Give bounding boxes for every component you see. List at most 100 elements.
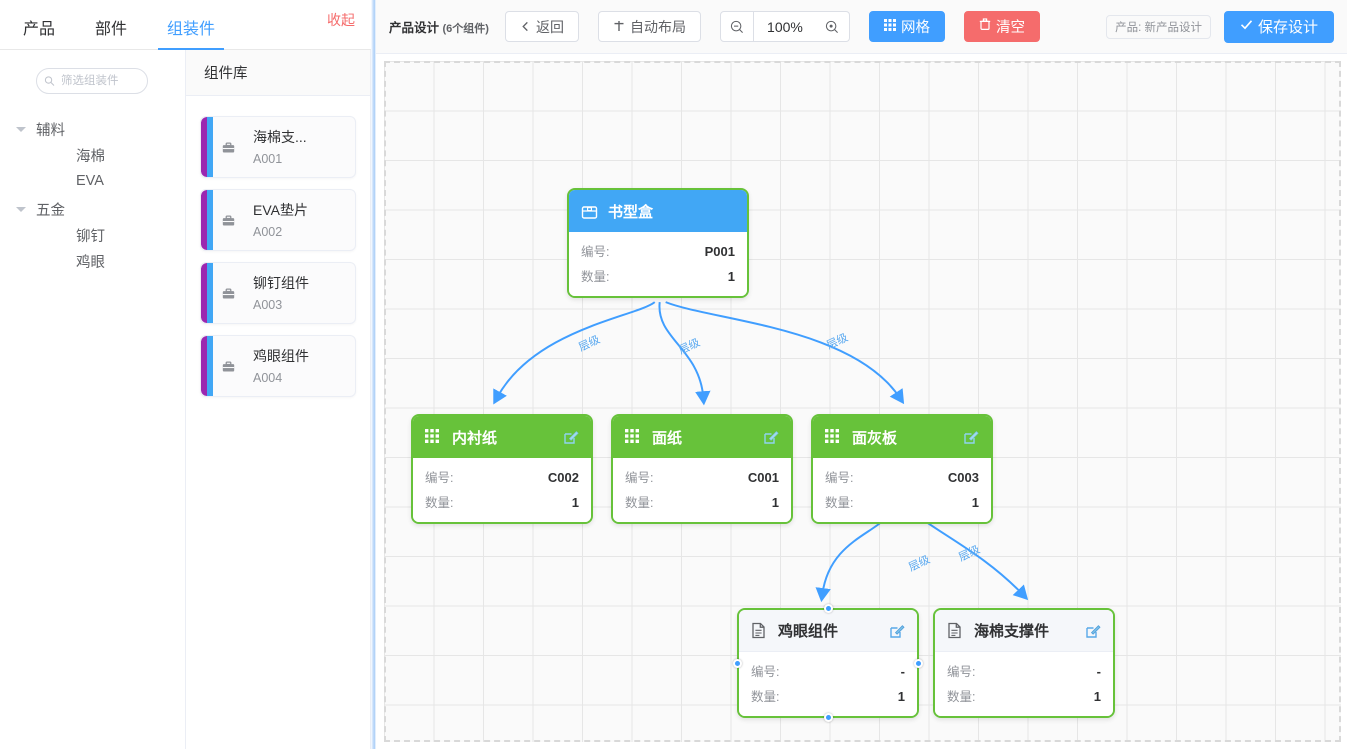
library-card[interactable]: EVA垫片 A002: [200, 189, 356, 251]
auto-layout-button[interactable]: 自动布局: [597, 11, 701, 42]
resize-handle-left[interactable]: [733, 658, 742, 668]
tree-node-label: 五金: [36, 202, 65, 219]
briefcase-icon: [222, 287, 235, 299]
node-c002[interactable]: 内衬纸 编号:: [411, 414, 593, 524]
resize-handle-top[interactable]: [823, 604, 833, 613]
node-qty-row: 数量: 1: [947, 683, 1101, 708]
card-accent-purple: [201, 190, 207, 250]
tree-node-haimian[interactable]: 海棉: [14, 142, 175, 168]
edit-icon[interactable]: [889, 623, 905, 639]
library-card-text: 铆钉组件 A003: [231, 275, 309, 312]
node-code-row: 编号: -: [947, 658, 1101, 683]
node-title: 面灰板: [852, 429, 898, 447]
node-header: 鸡眼组件: [739, 610, 917, 652]
library-card-code: A001: [253, 151, 283, 166]
component-library-title: 组件库: [186, 50, 370, 96]
code-label: 编号:: [751, 665, 780, 679]
design-toolbar: 产品设计 (6个组件) 返回 自动布局: [376, 0, 1347, 54]
edit-icon[interactable]: [563, 429, 579, 445]
edge-p001-c001: [658, 302, 711, 406]
edit-icon[interactable]: [1085, 623, 1101, 639]
code-value: P001: [704, 244, 735, 259]
back-label: 返回: [535, 18, 564, 35]
collapse-link[interactable]: 收起: [327, 12, 355, 28]
library-card-name: 鸡眼组件: [253, 347, 309, 364]
node-c003[interactable]: 面灰板 编号:: [811, 414, 993, 524]
node-title: 内衬纸: [452, 429, 498, 447]
node-code-row: 编号: C001: [625, 464, 779, 489]
library-card-text: 海棉支... A001: [231, 129, 307, 166]
edit-icon[interactable]: [763, 429, 779, 445]
library-card[interactable]: 鸡眼组件 A004: [200, 335, 356, 397]
node-qty-row: 数量: 1: [425, 489, 579, 514]
chevron-down-icon[interactable]: [16, 126, 26, 132]
qty-label: 数量:: [581, 270, 610, 284]
node-header: 面纸: [613, 416, 791, 458]
tab-product[interactable]: 产品: [23, 21, 56, 38]
tree-node-eva[interactable]: EVA: [14, 168, 175, 194]
code-value: -: [900, 664, 905, 679]
node-c001[interactable]: 面纸 编号:: [611, 414, 793, 524]
library-card-code: A004: [253, 370, 283, 385]
node-title: 书型盒: [608, 203, 654, 221]
grid-toggle-button[interactable]: 网格: [868, 11, 945, 42]
save-design-button[interactable]: 保存设计: [1223, 10, 1334, 43]
node-code-row: 编号: P001: [581, 238, 735, 263]
qty-value: 1: [897, 689, 905, 704]
tab-part[interactable]: 部件: [95, 21, 128, 38]
tree-node-maoding[interactable]: 铆钉: [14, 222, 175, 248]
node-title: 海棉支撑件: [974, 623, 1050, 640]
resize-handle-bottom[interactable]: [823, 713, 833, 722]
node-body: 编号: C002 数量: 1: [413, 458, 591, 522]
grid-icon: [625, 428, 642, 446]
node-qty-row: 数量: 1: [825, 489, 979, 514]
card-accent-blue: [207, 263, 213, 323]
tree-node-jiyan[interactable]: 鸡眼: [14, 248, 175, 274]
code-label: 编号:: [825, 471, 854, 485]
library-card[interactable]: 海棉支... A001: [200, 116, 356, 178]
product-tag: 产品: 新产品设计: [1106, 14, 1211, 39]
grid-icon: [825, 428, 842, 446]
node-p001[interactable]: 书型盒 编号: P001 数量: 1: [567, 188, 749, 298]
tree-node-label: 铆钉: [76, 228, 105, 245]
design-canvas[interactable]: 层级层级层级层级层级 书型盒: [384, 61, 1341, 742]
qty-value: 1: [571, 495, 579, 510]
qty-label: 数量:: [751, 690, 780, 704]
node-header: 书型盒: [569, 190, 747, 232]
code-label: 编号:: [947, 665, 976, 679]
qty-value: 1: [971, 495, 979, 510]
card-accent-blue: [207, 117, 213, 177]
library-card-text: 鸡眼组件 A004: [231, 348, 309, 385]
code-label: 编号:: [625, 471, 654, 485]
node-a004[interactable]: 鸡眼组件 编号:: [733, 604, 923, 722]
panel-resizer[interactable]: [371, 0, 376, 749]
tab-assembly[interactable]: 组装件: [158, 22, 225, 50]
zoom-level: 100%: [753, 11, 816, 42]
node-body: 编号: C001 数量: 1: [613, 458, 791, 522]
check-icon: [1240, 18, 1253, 35]
qty-value: 1: [771, 495, 779, 510]
tree-node-label: EVA: [76, 173, 104, 189]
edit-icon[interactable]: [963, 429, 979, 445]
page-title: 产品设计 (6个组件): [389, 17, 489, 36]
box-icon: [581, 203, 598, 220]
zoom-in-icon[interactable]: [815, 11, 850, 42]
chevron-down-icon[interactable]: [16, 206, 26, 212]
library-card[interactable]: 铆钉组件 A003: [200, 262, 356, 324]
back-button[interactable]: 返回: [504, 11, 579, 42]
node-a001[interactable]: 海棉支撑件 编号:: [933, 608, 1115, 718]
zoom-out-icon[interactable]: [719, 11, 754, 42]
zoom-control: 100%: [719, 11, 850, 42]
search-input[interactable]: [36, 68, 148, 94]
tree-node-wujin[interactable]: 五金: [14, 196, 175, 222]
node-qty-row: 数量: 1: [625, 489, 779, 514]
node-qty-row: 数量: 1: [751, 683, 905, 708]
node-qty-row: 数量: 1: [581, 263, 735, 288]
page-title-text: 产品设计: [389, 21, 440, 35]
card-accent-purple: [201, 336, 207, 396]
tree-node-fuliao[interactable]: 辅料: [14, 116, 175, 142]
clear-button[interactable]: 清空: [963, 11, 1040, 42]
resize-handle-right[interactable]: [914, 658, 923, 668]
qty-label: 数量:: [425, 496, 454, 510]
library-card-code: A002: [253, 224, 283, 239]
